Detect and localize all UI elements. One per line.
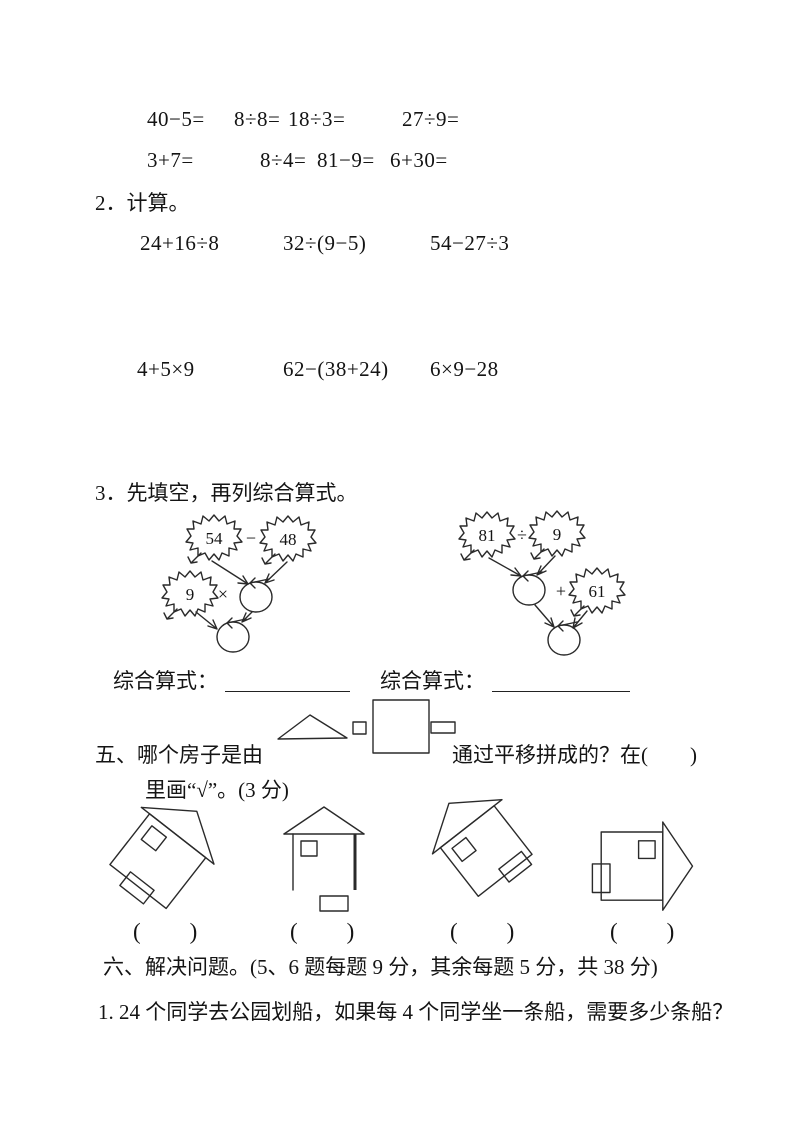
house-2 [275,800,375,920]
house-icon [414,776,544,908]
window-icon [452,838,476,862]
oral-equation: 40−5= [147,107,205,131]
house-icon [592,822,692,910]
door-icon [592,864,610,893]
arrow-line [489,556,587,628]
window-icon [639,841,656,859]
divide-operator: ÷ [517,525,527,545]
oral-equation: 8÷8= [234,107,281,131]
calc-expression: 6×9−28 [430,357,499,381]
calc-label: 2．计算。 [95,191,190,215]
q6-question1: 1. 24 个同学去公园划船，如果每 4 个同学坐一条船，需要多少条船？ [98,1000,734,1024]
calc-expression: 4+5×9 [137,357,195,381]
calc-expression: 54−27÷3 [430,231,510,255]
fill-label: 3．先填空，再列综合算式。 [95,481,358,505]
calc-expression: 32÷(9−5) [283,231,367,255]
oral-equation: 8÷4= [260,148,307,172]
house-1 [105,798,235,920]
answer-parens: ( ) [290,919,356,944]
oral-equation: 81−9= [317,148,375,172]
fill-diagram-left: 54 − 48 9 × [161,514,317,665]
answer-parens: ( ) [450,919,516,944]
calc-expression: 62−(38+24) [283,357,389,381]
door-icon [320,896,348,911]
oral-equation: 27÷9= [402,107,460,131]
plus-operator: + [556,581,566,601]
calc-expression: 24+16÷8 [140,231,220,255]
answer-parens: ( ) [133,919,199,944]
door-icon [499,851,532,882]
window-icon [141,826,166,851]
house-3 [425,798,540,913]
leaf-value: 9 [553,525,562,544]
apple-icon [217,618,249,652]
answer-parens: ( ) [610,919,676,944]
oral-equation: 3+7= [147,148,194,172]
house-icon [284,807,364,911]
times-operator: × [218,584,228,604]
expression-label: 综合算式： [113,669,218,693]
q5-shapes [270,697,460,757]
small-square-icon [353,722,366,734]
q5-line2: 里画“√”。(3 分) [145,778,289,802]
arrow-line [196,561,287,629]
leaf-value: 9 [186,585,195,604]
small-rect-icon [431,722,455,733]
q5-title-suffix: 通过平移拼成的？在( ) [452,743,697,767]
house-icon [95,783,233,923]
house-4 [583,820,708,920]
minus-operator: − [246,528,256,548]
q5-title-prefix: 五、哪个房子是由 [95,743,263,767]
q6-title: 六、解决问题。(5、6 题每题 9 分，其余每题 5 分，共 38 分) [103,955,658,979]
oral-equation: 18÷3= [288,107,346,131]
expression-blank [492,667,630,692]
leaf-value: 81 [479,526,496,545]
leaf-value: 54 [206,529,224,548]
door-icon [120,872,154,904]
fill-diagram-right: 81 ÷ 9 + 61 [458,510,626,665]
large-square-icon [373,700,429,753]
window-icon [301,841,317,856]
leaf-value: 61 [589,582,606,601]
oral-equation: 6+30= [390,148,448,172]
leaf-value: 48 [280,530,297,549]
triangle-icon [278,715,347,739]
expression-blank [225,667,350,692]
expression-label: 综合算式： [380,669,485,693]
